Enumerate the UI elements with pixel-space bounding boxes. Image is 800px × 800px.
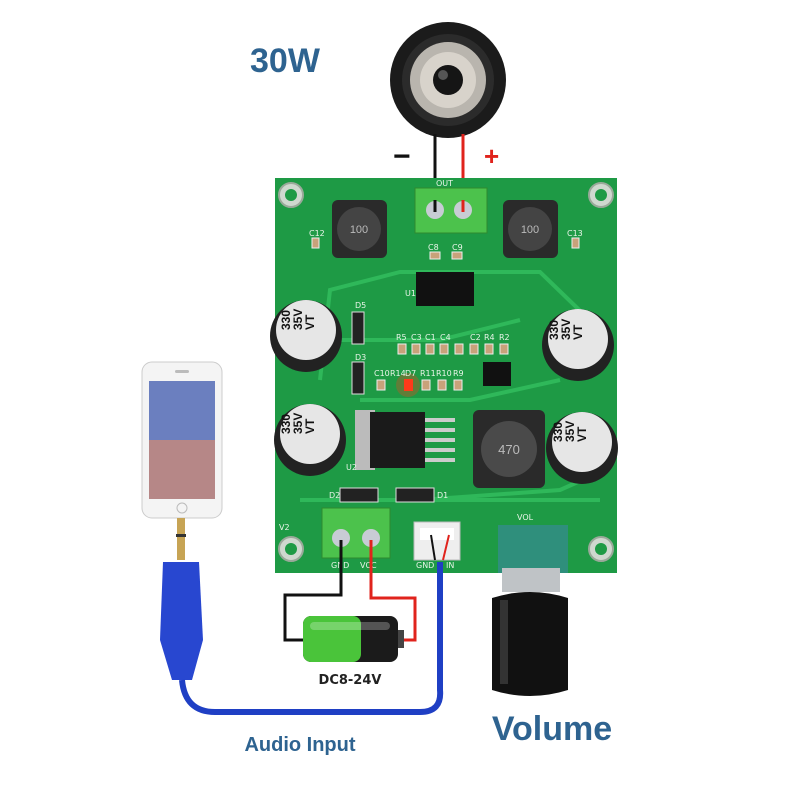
svg-text:VT: VT	[575, 426, 589, 442]
svg-text:R2: R2	[499, 333, 510, 342]
diode-d2	[339, 487, 379, 503]
svg-text:C3: C3	[411, 333, 422, 342]
vol-label: VOL	[517, 513, 534, 522]
svg-text:100: 100	[521, 224, 539, 236]
svg-text:VT: VT	[303, 314, 317, 330]
diode-d1	[395, 487, 435, 503]
v2-label: V2	[279, 523, 290, 532]
diode-d3	[351, 361, 365, 395]
svg-text:330: 330	[551, 422, 565, 442]
speaker-minus-label: −	[393, 140, 411, 173]
power-rating-label: 30W	[250, 42, 321, 80]
svg-text:C12: C12	[309, 229, 325, 238]
svg-text:R14: R14	[390, 369, 406, 378]
vcc-label: VCC	[360, 561, 377, 570]
battery-wire-negative	[283, 540, 343, 642]
power-input-terminal[interactable]	[321, 507, 391, 559]
svg-text:330: 330	[279, 310, 293, 330]
svg-text:C8: C8	[428, 243, 439, 252]
svg-text:C10: C10	[374, 369, 390, 378]
audio-input-connector[interactable]	[413, 521, 461, 561]
audio-cable	[179, 562, 444, 715]
svg-text:D5: D5	[355, 301, 366, 310]
svg-text:D1: D1	[437, 491, 448, 500]
capacitor-top-right: 330 35V VT	[542, 309, 614, 381]
svg-text:C2: C2	[470, 333, 481, 342]
inductor-left: 100	[332, 200, 387, 258]
svg-text:D3: D3	[355, 353, 366, 362]
svg-text:R11: R11	[420, 369, 436, 378]
capacitor-bottom-left: 330 35V VT	[274, 404, 346, 476]
svg-text:470: 470	[498, 442, 520, 457]
svg-text:VT: VT	[303, 418, 317, 434]
svg-text:35V: 35V	[291, 413, 305, 434]
svg-text:35V: 35V	[291, 309, 305, 330]
svg-text:330: 330	[547, 320, 561, 340]
svg-text:VT: VT	[571, 324, 585, 340]
speaker-output-terminal[interactable]	[414, 187, 488, 234]
battery-icon	[303, 616, 404, 662]
volume-knob[interactable]	[492, 525, 568, 696]
u2-label: U2	[346, 463, 357, 472]
battery-wire-positive	[369, 540, 417, 642]
in-gnd-label: GND	[416, 561, 434, 570]
svg-text:C13: C13	[567, 229, 583, 238]
out-label: OUT	[436, 179, 453, 188]
svg-text:C4: C4	[440, 333, 451, 342]
svg-text:100: 100	[350, 224, 368, 236]
silkscreen-labels: C12 C8 C9 C13 D5 D3 R5 C3 C1 C4 C2 R4 R2…	[309, 229, 583, 500]
diode-d5	[351, 311, 365, 345]
inductor-right: 100	[503, 200, 558, 258]
amplifier-ic-u1	[416, 272, 474, 306]
regulator-u2	[355, 410, 455, 470]
audio-input-label: Audio Input	[244, 734, 355, 756]
speaker-icon	[390, 22, 506, 138]
svg-text:D7: D7	[405, 369, 416, 378]
svg-text:35V: 35V	[563, 421, 577, 442]
volume-label: Volume	[492, 710, 612, 748]
svg-text:R5: R5	[396, 333, 407, 342]
op-amp-chip	[483, 362, 511, 386]
phone-icon	[141, 361, 223, 519]
svg-text:C9: C9	[452, 243, 463, 252]
audio-jack-plug	[160, 518, 203, 680]
power-led	[404, 379, 413, 391]
svg-text:C1: C1	[425, 333, 436, 342]
svg-text:35V: 35V	[559, 319, 573, 340]
capacitor-bottom-right: 330 35V VT	[546, 412, 618, 484]
capacitor-top-left: 330 35V VT	[270, 300, 342, 372]
in-label: IN	[446, 561, 454, 570]
inductor-main: 470	[473, 410, 545, 488]
svg-text:D2: D2	[329, 491, 340, 500]
svg-text:R9: R9	[453, 369, 464, 378]
smd-components	[311, 237, 580, 391]
u1-label: U1	[405, 289, 416, 298]
svg-text:R4: R4	[484, 333, 495, 342]
battery-voltage-label: DC8-24V	[319, 673, 382, 688]
svg-text:330: 330	[279, 414, 293, 434]
svg-text:R10: R10	[436, 369, 452, 378]
speaker-plus-label: +	[484, 141, 499, 171]
